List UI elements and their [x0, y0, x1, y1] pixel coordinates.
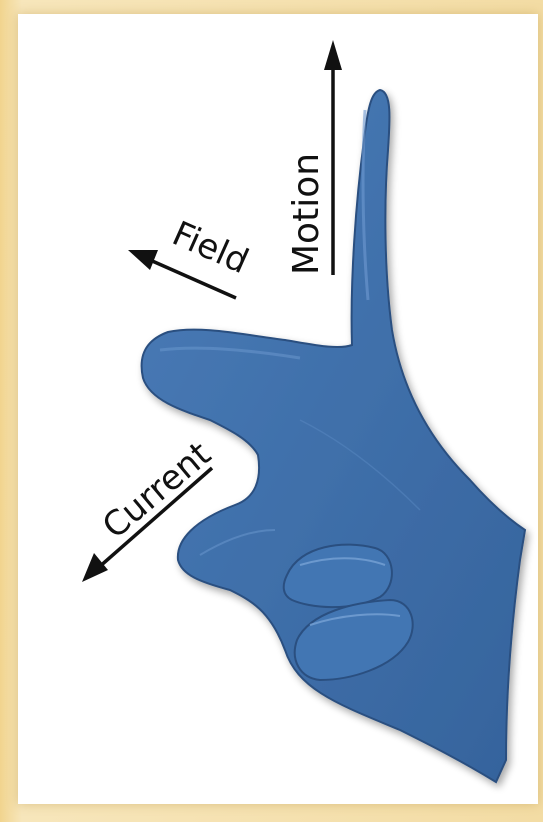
motion-label: Motion [286, 153, 327, 275]
